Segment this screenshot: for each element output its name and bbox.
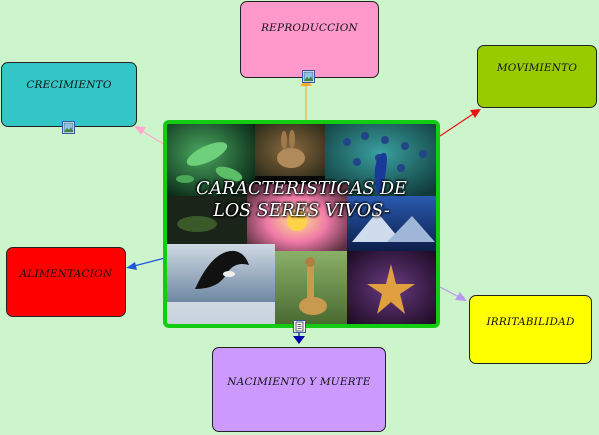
connector-alimentacion-arrowhead <box>126 262 137 270</box>
node-irritabilidad[interactable]: IRRITABILIDAD <box>469 295 592 364</box>
node-crecimiento-label: CRECIMIENTO <box>26 79 112 91</box>
connector-movimiento-arrowhead <box>470 109 481 118</box>
center-node-collage[interactable] <box>163 120 440 328</box>
collage-image <box>167 124 436 324</box>
connector-crecimiento <box>141 130 166 146</box>
node-nacimiento-label: NACIMIENTO Y MUERTE <box>227 376 371 388</box>
node-reproduccion-label: REPRODUCCION <box>261 22 358 34</box>
image-icon[interactable] <box>302 70 315 83</box>
connector-nacimiento-arrowhead <box>293 336 305 344</box>
connector-crecimiento-arrowhead <box>134 126 146 135</box>
node-alimentacion[interactable]: ALIMENTACION <box>6 247 126 317</box>
node-reproduccion[interactable]: REPRODUCCION <box>240 1 379 78</box>
connector-irritabilidad <box>439 286 460 298</box>
node-irritabilidad-label: IRRITABILIDAD <box>486 316 575 328</box>
node-movimiento-label: MOVIMIENTO <box>496 62 578 74</box>
connector-irritabilidad-arrowhead <box>455 292 467 301</box>
image-icon[interactable] <box>62 121 75 134</box>
connector-alimentacion <box>133 257 166 267</box>
node-alimentacion-label: ALIMENTACION <box>19 268 113 280</box>
node-movimiento[interactable]: MOVIMIENTO <box>477 45 597 108</box>
node-nacimiento[interactable]: NACIMIENTO Y MUERTE <box>212 347 386 432</box>
connector-movimiento <box>439 113 474 137</box>
note-icon[interactable] <box>293 320 306 333</box>
center-node-title[interactable]: CARACTERISTICAS DE LOS SERES VIVOS- <box>196 179 407 221</box>
node-crecimiento[interactable]: CRECIMIENTO <box>1 62 137 127</box>
